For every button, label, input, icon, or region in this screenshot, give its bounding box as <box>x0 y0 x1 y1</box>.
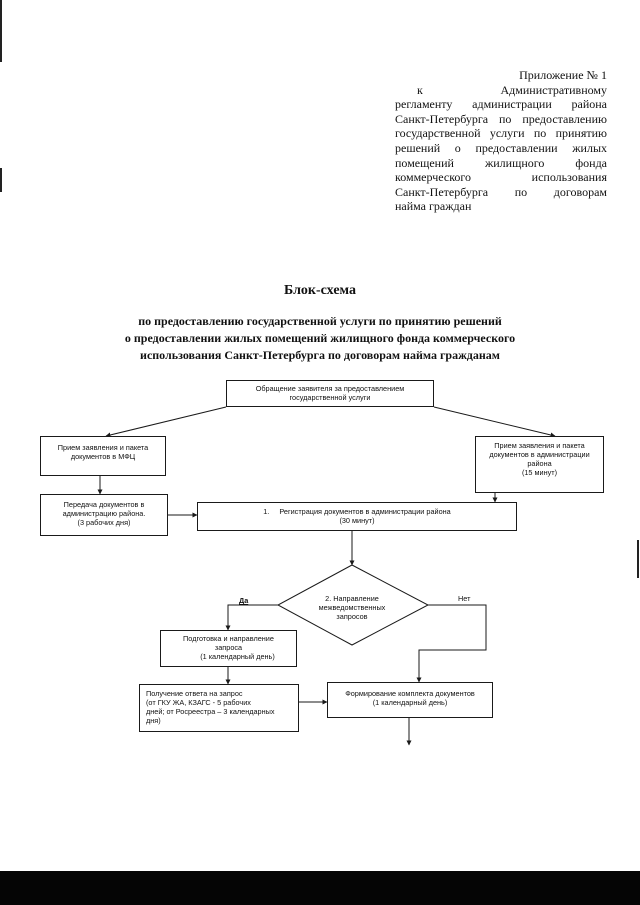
decision-text: 2. Направление межведомственных запросов <box>300 594 404 621</box>
scan-edge-mark-left <box>0 168 2 192</box>
decision-diamond <box>276 564 430 646</box>
box-text: Прием заявления и пакета <box>494 441 585 450</box>
box-text: Получение ответа на запрос <box>146 689 243 698</box>
box-text: государственной услуги <box>289 393 371 402</box>
annex-line: к Административному <box>417 82 607 97</box>
registration-text: Регистрация документов в администрации р… <box>279 507 451 516</box>
box-text: (1 календарный день) <box>372 698 448 707</box>
box-package: Формирование комплекта документов (1 кал… <box>327 682 493 718</box>
box-text: (15 минут) <box>521 468 558 477</box>
subtitle-line: о предоставлении жилых помещений жилищно… <box>124 331 516 345</box>
decision-line: 2. Направление <box>325 594 379 603</box>
box-text: дня) <box>146 716 161 725</box>
annex-line: найма граждан <box>395 199 472 214</box>
box-text: (3 рабочих дня) <box>77 518 131 527</box>
registration-number: 1. <box>263 507 270 516</box>
box-appeal: Обращение заявителя за предоставлением г… <box>226 380 434 407</box>
box-text: 1. Регистрация документов в администрации… <box>198 507 516 516</box>
subtitle-line: использования Санкт-Петербурга по догово… <box>140 348 500 362</box>
scan-edge-mark-right <box>637 540 639 578</box>
box-transfer: Передача документов в администрацию райо… <box>40 494 168 536</box>
box-text: Обращение заявителя за предоставлением <box>255 384 405 393</box>
arrow-decision-no <box>416 604 487 683</box>
annex-line: Санкт-Петербурга по предоставлению <box>395 111 607 126</box>
annex-line: Приложение № 1 <box>519 68 607 82</box>
decision-line: запросов <box>336 612 368 621</box>
box-admin-receipt: Прием заявления и пакета документов в ад… <box>475 436 604 493</box>
document-title: Блок-схема <box>284 283 356 298</box>
box-mfc-receipt: Прием заявления и пакета документов в МФ… <box>40 436 166 476</box>
label-no: Нет <box>458 594 471 603</box>
box-text: документов в администрации <box>489 450 590 459</box>
box-text: Подготовка и направление <box>183 634 274 643</box>
box-text: (от ГКУ ЖА, КЗАГС - 5 рабочих <box>146 698 251 707</box>
arrow-appeal-to-mfc <box>105 406 227 438</box>
annex-line: коммерческого использования <box>395 170 607 185</box>
box-text: района <box>527 459 552 468</box>
box-text: Прием заявления и пакета <box>57 443 149 452</box>
arrow-decision-yes <box>225 604 278 631</box>
box-text: (1 календарный день) <box>200 652 275 661</box>
annex-header: Приложение № 1 к Административному регла… <box>395 68 607 214</box>
box-text: администрацию района. <box>62 509 146 518</box>
annex-line: решений о предоставлении жилых <box>395 140 607 155</box>
box-prep-request: Подготовка и направление запроса (1 кале… <box>160 630 297 667</box>
box-text: Формирование комплекта документов <box>345 689 475 698</box>
annex-line: регламенту администрации района <box>395 97 607 112</box>
box-text: дней; от Росреестра – 3 календарных <box>146 707 275 716</box>
box-response: Получение ответа на запрос (от ГКУ ЖА, К… <box>139 684 299 732</box>
annex-line: государственной услуги по принятию <box>395 126 607 141</box>
decision-line: межведомственных <box>318 603 386 612</box>
box-text: (30 минут) <box>339 516 375 525</box>
annex-line: помещений жилищного фонда <box>395 155 607 170</box>
annex-line: Санкт-Петербурга по договорам <box>395 184 607 199</box>
label-yes: Да <box>239 596 249 605</box>
box-text: документов в МФЦ <box>70 452 136 461</box>
box-text: Передача документов в <box>63 500 145 509</box>
box-text: запроса <box>214 643 243 652</box>
arrow-appeal-to-admin <box>433 406 556 438</box>
document-subtitle: по предоставлению государственной услуги… <box>80 313 560 364</box>
subtitle-line: по предоставлению государственной услуги… <box>138 314 502 328</box>
scan-edge-mark-top-left <box>0 0 2 62</box>
scan-bottom-bar <box>0 871 640 905</box>
box-registration: 1. Регистрация документов в администрации… <box>197 502 517 531</box>
